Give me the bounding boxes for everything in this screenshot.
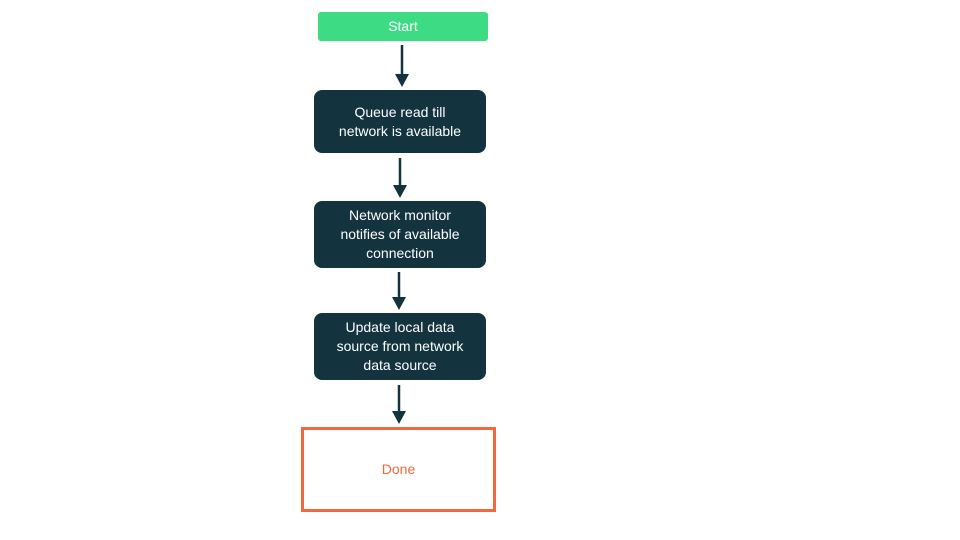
- flow-node-queue-read: Queue read till network is available: [314, 90, 486, 153]
- flow-node-update-local: Update local data source from network da…: [314, 313, 486, 380]
- flow-arrow-down-icon: [393, 158, 407, 198]
- flow-node-done: Done: [301, 427, 496, 512]
- flow-arrow-down-icon: [392, 385, 406, 424]
- flow-arrow-down-icon: [395, 45, 409, 87]
- flow-node-start: Start: [318, 12, 488, 41]
- flow-arrow-down-icon: [392, 272, 406, 310]
- flow-node-network-monitor: Network monitor notifies of available co…: [314, 201, 486, 268]
